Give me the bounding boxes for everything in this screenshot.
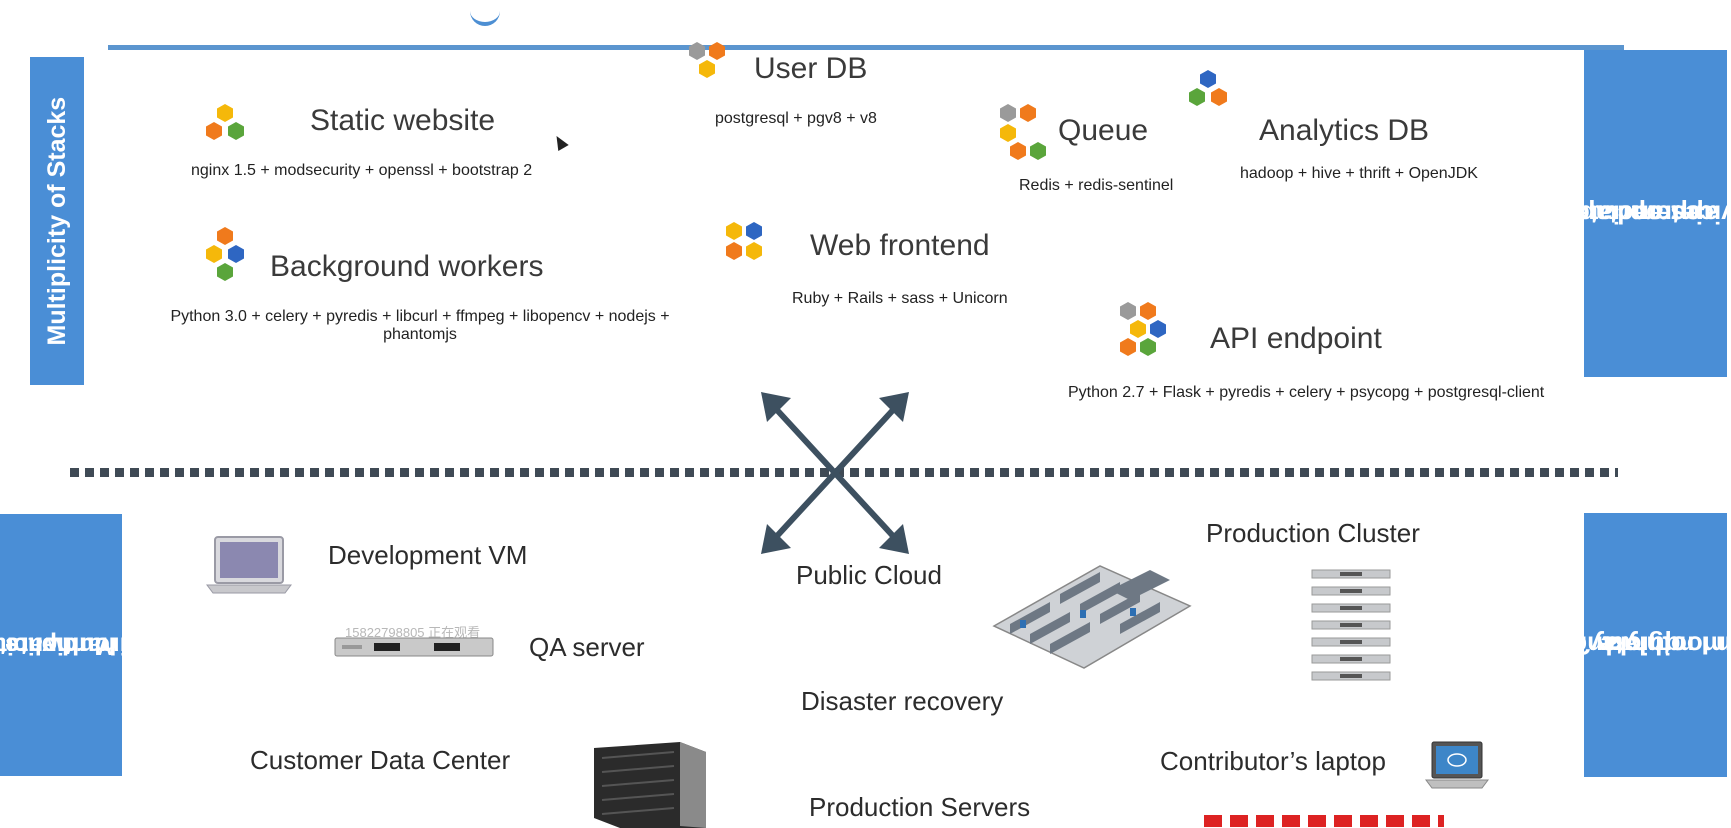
migrate-smoothly-label: Can I migrate smoothly and quickly? xyxy=(1571,513,1731,777)
queue-title: Queue xyxy=(1058,114,1149,147)
red-annotation-fragment xyxy=(1204,815,1444,827)
multiplicity-of-stacks-label: Multiplicity of Stacks xyxy=(30,57,84,385)
user-db-sub: postgresql + pgv8 + v8 xyxy=(715,110,877,127)
laptop-icon-contributor xyxy=(1425,741,1489,789)
blade-server-icon xyxy=(594,742,706,828)
static-website-sub: nginx 1.5 + modsecurity + openssl + boot… xyxy=(191,162,533,179)
analytics-db-title: Analytics DB xyxy=(1259,114,1430,147)
web-frontend-logo-icon xyxy=(726,222,762,260)
datacenter-icon xyxy=(992,565,1192,669)
api-endpoint-title: API endpoint xyxy=(1210,322,1382,355)
viewer-watermark: 15822798805 正在观看 xyxy=(345,625,481,640)
web-frontend-sub: Ruby + Rails + sass + Unicorn xyxy=(792,290,1008,307)
mouse-cursor-icon xyxy=(551,132,569,152)
user-db-logo-icon xyxy=(689,42,725,78)
analytics-db-logo-icon xyxy=(1189,70,1227,106)
interact-appropriately-label: Do services and apps interact appropriat… xyxy=(1538,50,1731,377)
background-workers-logo-icon xyxy=(206,227,244,281)
static-website-title: Static website xyxy=(310,104,496,137)
background-workers-sub: Python 3.0 + celery + pyredis + libcurl … xyxy=(170,308,670,343)
background-workers-title: Background workers xyxy=(270,250,544,283)
web-frontend-title: Web frontend xyxy=(810,229,990,262)
analytics-db-sub: hadoop + hive + thrift + OpenJDK xyxy=(1240,165,1478,182)
server-stack-icon xyxy=(1311,569,1391,681)
queue-sub: Redis + redis-sentinel xyxy=(1019,177,1174,194)
multiplicity-of-hardware-label: Multiplicity of hardware environments xyxy=(0,514,169,776)
top-arc-decoration xyxy=(470,8,500,26)
cross-arrows-icon xyxy=(761,392,909,554)
public-cloud-label: Public Cloud xyxy=(796,560,942,590)
static-website-logo-icon xyxy=(206,104,244,140)
dotted-divider xyxy=(70,468,1618,477)
development-vm-label: Development VM xyxy=(328,540,528,570)
api-endpoint-logo-icon xyxy=(1120,302,1166,356)
production-cluster-label: Production Cluster xyxy=(1206,518,1420,548)
customer-data-center-label: Customer Data Center xyxy=(250,745,511,775)
queue-logo-icon xyxy=(1000,104,1046,160)
laptop-icon xyxy=(206,536,292,594)
api-endpoint-sub: Python 2.7 + Flask + pyredis + celery + … xyxy=(1068,384,1545,401)
top-divider-line xyxy=(108,45,1624,50)
contributors-laptop-label: Contributor’s laptop xyxy=(1160,746,1386,776)
disaster-recovery-label: Disaster recovery xyxy=(801,686,1004,716)
qa-server-label: QA server xyxy=(529,632,645,662)
user-db-title: User DB xyxy=(754,52,868,85)
production-servers-label: Production Servers xyxy=(809,792,1031,822)
rack-server-icon xyxy=(334,637,494,657)
